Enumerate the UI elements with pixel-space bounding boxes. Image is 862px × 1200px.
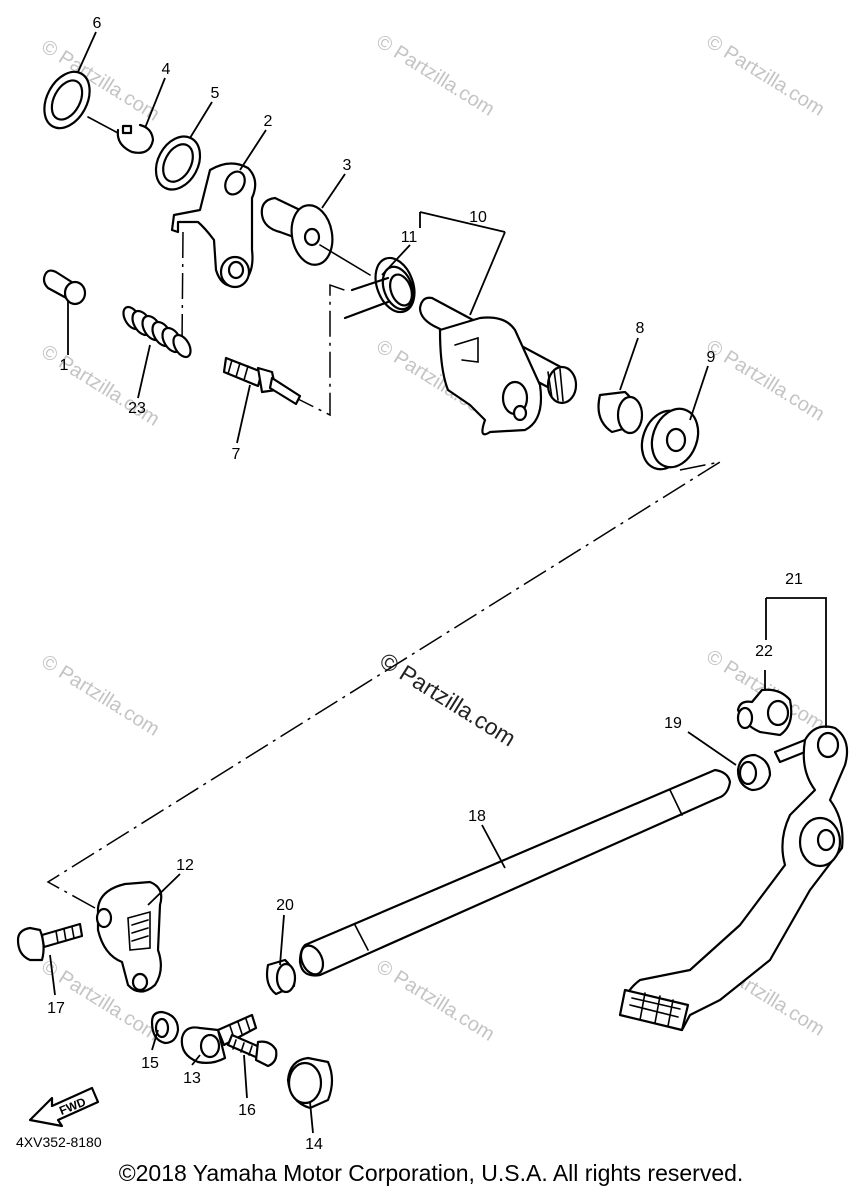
part-11-spring <box>343 256 416 320</box>
callout-17: 17 <box>47 1000 65 1017</box>
callout-2: 2 <box>264 113 273 130</box>
fwd-arrow-icon: FWD <box>28 1086 100 1128</box>
callout-1: 1 <box>60 357 69 374</box>
part-12-shift-arm <box>95 880 163 993</box>
callout-12: 12 <box>176 857 194 874</box>
callout-22: 22 <box>755 643 773 660</box>
part-1-pin <box>42 269 87 306</box>
callout-4: 4 <box>162 61 171 78</box>
callout-15: 15 <box>141 1055 159 1072</box>
part-6-washer <box>43 70 91 130</box>
leader-lines <box>49 31 827 1134</box>
watermark-text: © Partzilla.com <box>37 341 163 431</box>
part-13-rod-end <box>180 1013 258 1064</box>
watermark-text: © Partzilla.com <box>702 31 828 121</box>
callout-9: 9 <box>707 349 716 366</box>
watermark-text: © Partzilla.com <box>372 956 498 1046</box>
assembly-lines <box>46 231 721 909</box>
part-9-oil-seal <box>640 407 700 471</box>
callout-14: 14 <box>305 1136 323 1153</box>
part-5-washer <box>154 135 202 191</box>
callout-16: 16 <box>238 1102 256 1119</box>
copyright-notice: ©2018 Yamaha Motor Corporation, U.S.A. A… <box>118 1160 744 1186</box>
part-15-collar <box>150 1010 180 1045</box>
part-7-bolt <box>222 356 302 406</box>
callout-8: 8 <box>636 320 645 337</box>
callout-labels: 6 4 5 2 3 10 11 8 9 1 23 7 21 22 19 18 1… <box>47 15 803 1153</box>
callout-18: 18 <box>468 808 486 825</box>
callout-20: 20 <box>276 897 294 914</box>
watermark-text: © Partzilla.com <box>372 31 498 121</box>
callout-6: 6 <box>93 15 102 32</box>
watermark-text: © Partzilla.com <box>702 336 828 426</box>
part-14-cap <box>286 1056 334 1110</box>
part-3-collar <box>260 196 334 266</box>
diagram-code: 4XV352-8180 <box>16 1134 102 1150</box>
callout-19: 19 <box>664 715 682 732</box>
part-18-shift-rod <box>298 768 732 977</box>
callout-3: 3 <box>343 157 352 174</box>
part-2-lever <box>170 162 257 289</box>
callout-5: 5 <box>211 85 220 102</box>
part-20-collar <box>265 958 297 996</box>
part-4-circlip <box>116 123 155 154</box>
part-21-pedal <box>618 725 849 1032</box>
part-16-bolt <box>226 1033 278 1068</box>
part-10-shift-shaft <box>418 296 578 436</box>
part-23-spring <box>122 305 192 359</box>
part-22-joint <box>736 688 793 737</box>
part-19-collar <box>736 753 772 792</box>
callout-7: 7 <box>232 446 241 463</box>
callout-11: 11 <box>401 229 418 246</box>
callout-23: 23 <box>128 400 146 417</box>
part-8-collar <box>597 390 644 435</box>
part-17-bolt <box>16 922 84 962</box>
callout-21: 21 <box>785 571 803 588</box>
watermark-center: © Partzilla.com <box>375 647 520 751</box>
watermark-text: © Partzilla.com <box>37 651 163 741</box>
callout-13: 13 <box>183 1070 201 1087</box>
callout-10: 10 <box>469 209 487 226</box>
